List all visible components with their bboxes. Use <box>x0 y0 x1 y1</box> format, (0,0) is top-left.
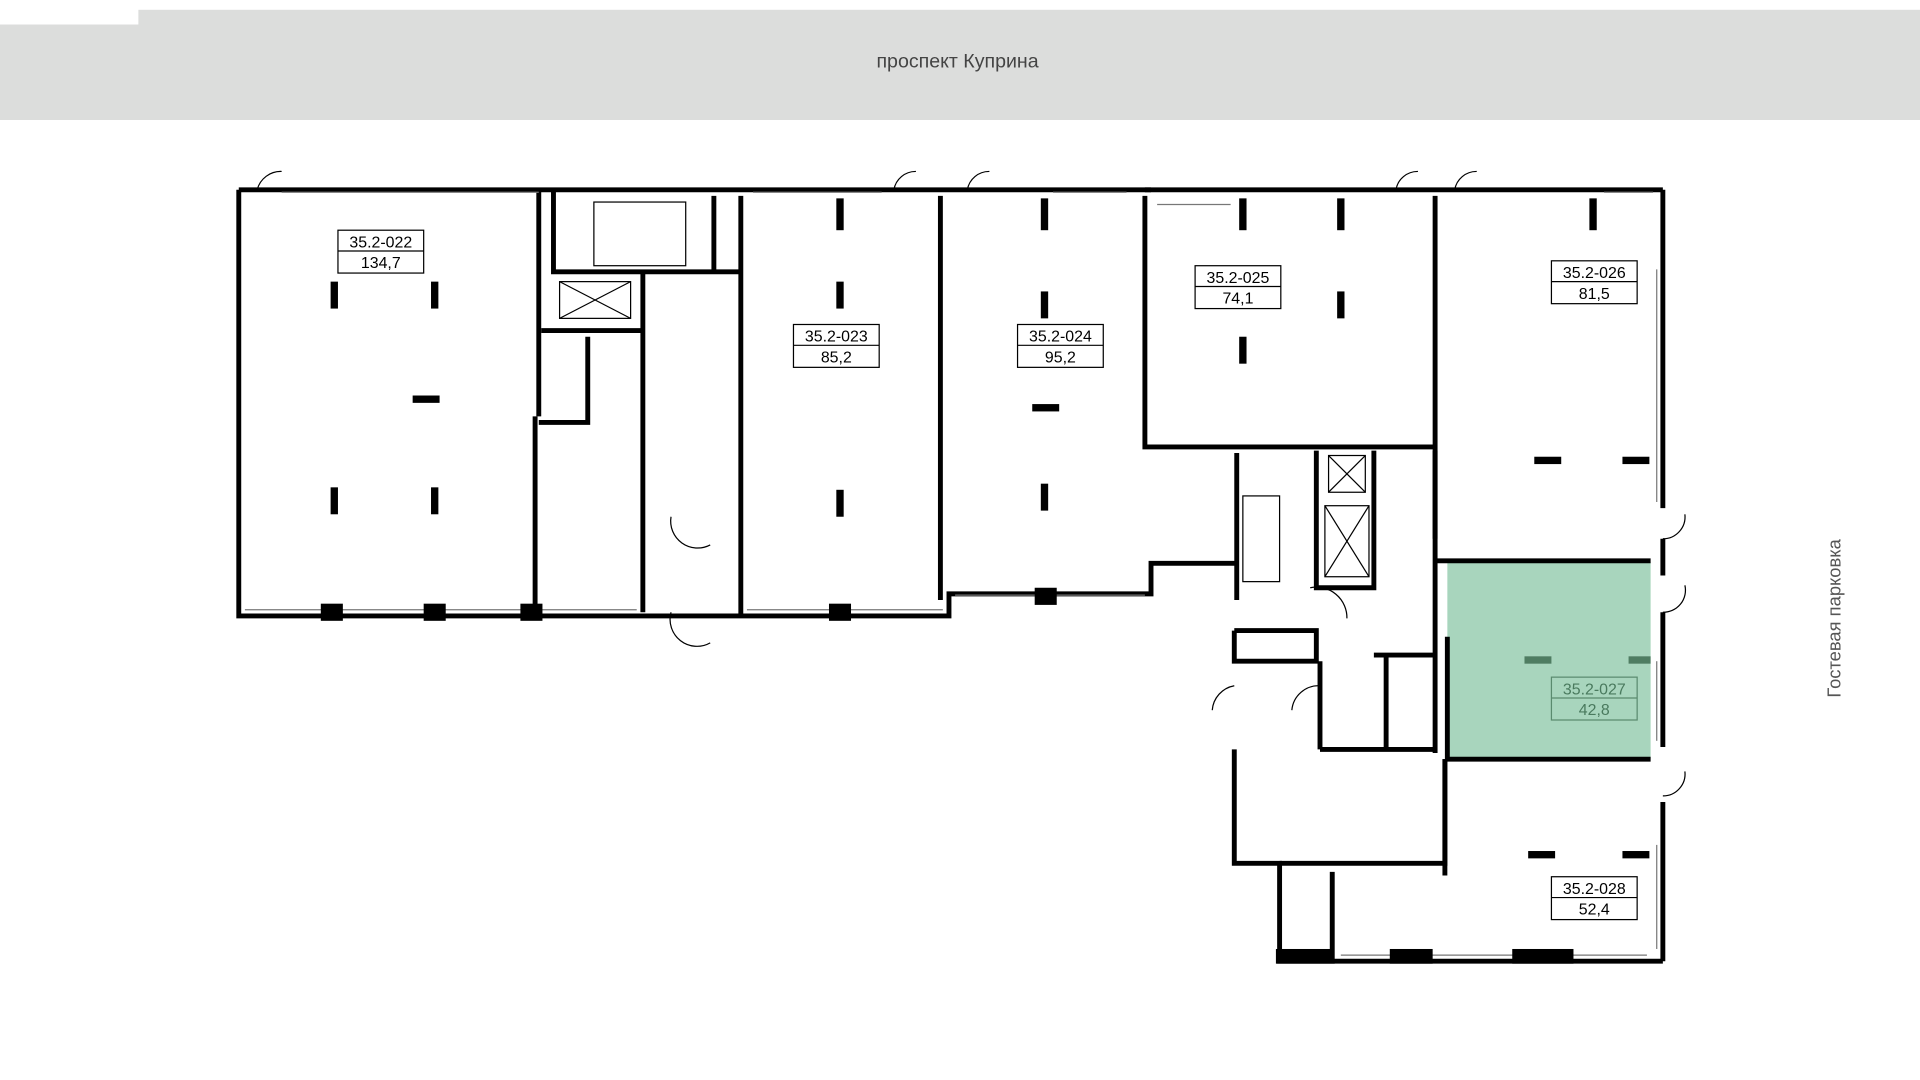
unit-code: 35.2-025 <box>1207 270 1270 287</box>
unit-area: 52,4 <box>1579 902 1610 919</box>
guest-parking-label: Гостевая парковка <box>1823 538 1844 697</box>
unit-area: 95,2 <box>1045 349 1076 366</box>
unit-label-028[interactable]: 35.2-028 52,4 <box>1550 876 1638 921</box>
unit-label-022[interactable]: 35.2-022 134,7 <box>337 229 425 274</box>
unit-code: 35.2-023 <box>805 329 868 346</box>
unit-label-024[interactable]: 35.2-024 95,2 <box>1016 323 1104 368</box>
unit-code: 35.2-027 <box>1563 681 1626 698</box>
unit-area: 81,5 <box>1579 286 1610 303</box>
unit-label-027[interactable]: 35.2-027 42,8 <box>1550 676 1638 721</box>
walls <box>236 170 1687 964</box>
street-band: проспект Куприна <box>0 9 1920 121</box>
unit-area: 134,7 <box>361 255 401 272</box>
street-label: проспект Куприна <box>876 50 1038 72</box>
unit-label-023[interactable]: 35.2-023 85,2 <box>792 323 880 368</box>
unit-area: 85,2 <box>821 349 852 366</box>
unit-area: 74,1 <box>1222 291 1253 308</box>
unit-code: 35.2-028 <box>1563 881 1626 898</box>
unit-code: 35.2-024 <box>1029 329 1092 346</box>
unit-code: 35.2-026 <box>1563 265 1626 282</box>
unit-label-026[interactable]: 35.2-026 81,5 <box>1550 260 1638 305</box>
unit-area: 42,8 <box>1579 702 1610 719</box>
unit-label-025[interactable]: 35.2-025 74,1 <box>1194 265 1282 310</box>
unit-code: 35.2-022 <box>349 234 412 251</box>
columns <box>320 198 1651 964</box>
